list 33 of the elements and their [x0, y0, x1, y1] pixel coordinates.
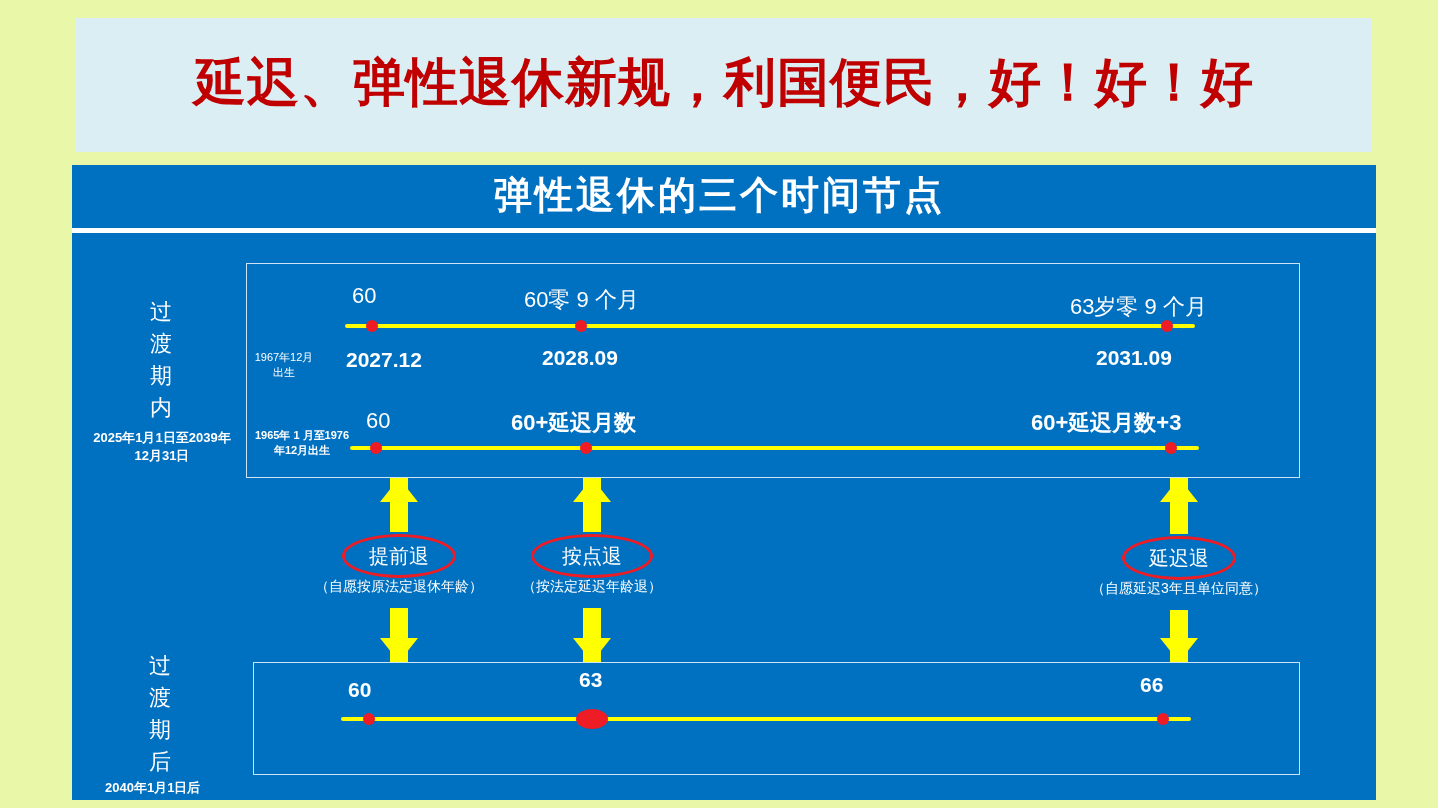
age-label: 63岁零 9 个月 — [1070, 294, 1207, 319]
age-label: 60 — [352, 283, 377, 308]
oval-label: 提前退 — [342, 534, 456, 578]
block-arrow — [1160, 610, 1198, 662]
period-note: 2040年1月1日后 — [105, 780, 201, 795]
age-label: 60+延迟月数+3 — [1031, 410, 1182, 435]
panel-box — [246, 263, 1300, 478]
age-label: 60+延迟月数 — [511, 410, 637, 435]
note-text: （自愿延迟3年且单位同意） — [1090, 580, 1268, 598]
age-label: 63 — [579, 668, 603, 691]
note-text: （自愿按原法定退休年龄） — [314, 578, 484, 596]
date-label: 2031.09 — [1096, 346, 1172, 369]
heading: 弹性退休的三个时间节点 — [493, 174, 945, 216]
block-arrow — [380, 478, 418, 532]
age-label: 60 — [348, 678, 372, 701]
panel-box — [253, 662, 1300, 775]
date-label: 2028.09 — [542, 346, 618, 369]
date-label: 2027.12 — [346, 348, 422, 371]
birth-note: 1967年12月出生 — [254, 350, 314, 380]
note-text: （按法定延迟年龄退） — [521, 578, 663, 596]
vertical-heading: 过渡期内 — [150, 298, 172, 422]
age-label: 60 — [366, 408, 391, 433]
age-label: 66 — [1140, 673, 1164, 696]
block-arrow — [573, 608, 611, 662]
period-note: 2025年1月1日至2039年12月31日 — [92, 429, 232, 465]
birth-note: 1965年 1 月至1976年12月出生 — [253, 428, 351, 458]
oval-label: 延迟退 — [1122, 536, 1236, 580]
block-arrow — [380, 608, 418, 662]
vertical-heading: 过渡期后 — [149, 652, 171, 776]
oval-label: 按点退 — [531, 534, 653, 578]
age-label: 60零 9 个月 — [524, 287, 639, 312]
block-arrow — [1160, 478, 1198, 534]
block-arrow — [573, 478, 611, 532]
